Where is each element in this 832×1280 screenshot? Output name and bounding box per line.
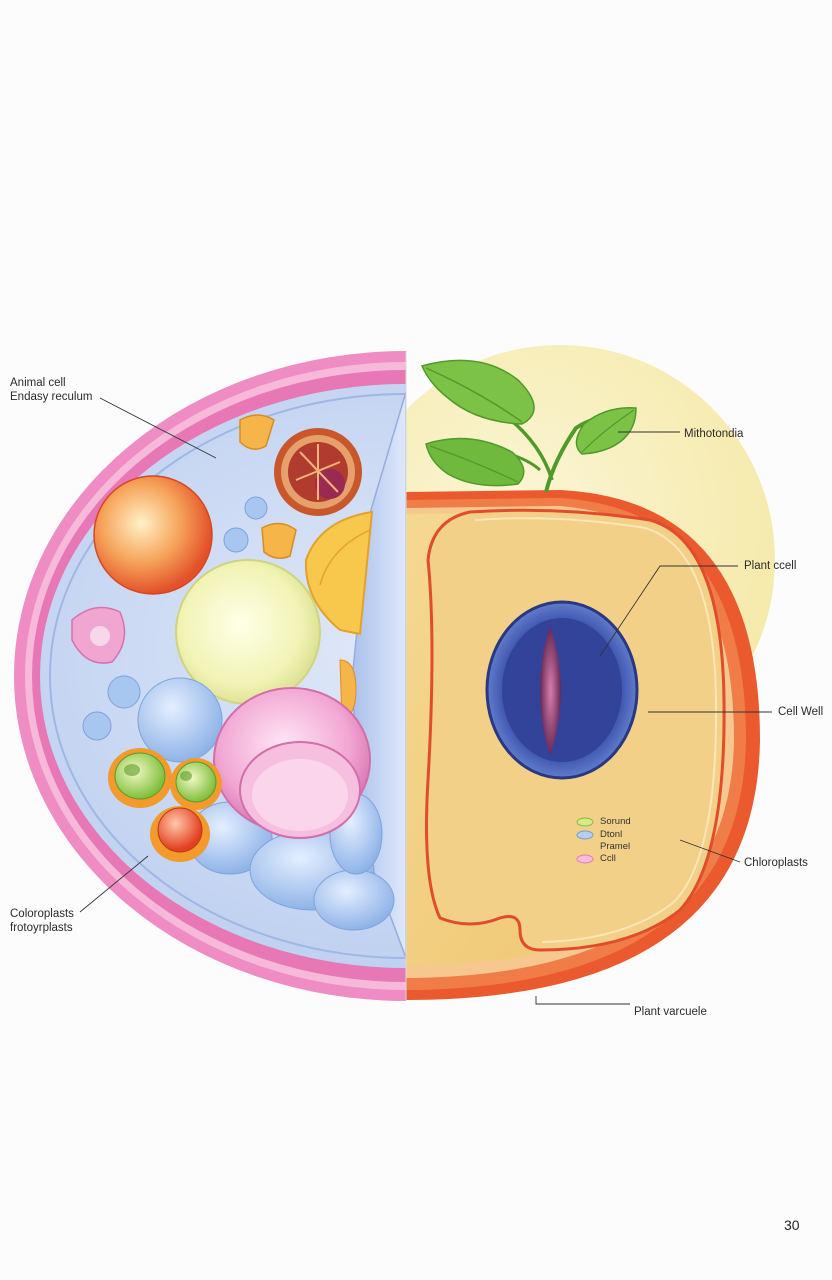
leaf-sprout <box>420 359 637 493</box>
label-chloroplasts-right: Chloroplasts <box>744 857 808 869</box>
key-item-2: Dtonl <box>600 829 623 840</box>
red-organelle <box>157 807 203 853</box>
label-animal-cell: Animal cell <box>10 377 66 389</box>
key-item-3: Pramel <box>600 841 631 852</box>
animal-cell <box>14 351 406 1001</box>
plant-cell <box>406 490 760 1000</box>
label-plant-cell: Plant ccell <box>744 560 797 572</box>
key-swatches <box>576 817 594 864</box>
label-chloroplasts-left: Coloroplasts <box>10 908 74 920</box>
label-plant-vacuole: Plant varcuele <box>634 1006 707 1018</box>
blue-vesicle <box>137 677 223 763</box>
key-swatch-green <box>576 817 594 827</box>
key-swatch-blue <box>576 830 594 840</box>
key-swatch-pink <box>576 854 594 864</box>
nucleus-slit <box>540 626 561 756</box>
leader-lines <box>79 397 772 1005</box>
orange-vesicle <box>93 475 213 595</box>
yellow-lobe <box>304 510 374 636</box>
label-chloroplasts-left-2: frotoyrplasts <box>10 922 73 934</box>
key-item-4: Ccll <box>600 853 616 864</box>
label-mitochondria: Mithotondia <box>684 428 744 440</box>
leaf-top <box>420 359 535 425</box>
key-item-1: Sorund <box>600 816 631 827</box>
label-endoplasmic-reticulum: Endasy reculum <box>10 391 93 403</box>
golgi-body-2 <box>261 522 297 559</box>
page-number: 30 <box>784 1217 800 1233</box>
golgi-body <box>239 414 275 450</box>
small-vesicle <box>244 496 268 520</box>
label-cell-wall: Cell Well <box>778 706 824 718</box>
